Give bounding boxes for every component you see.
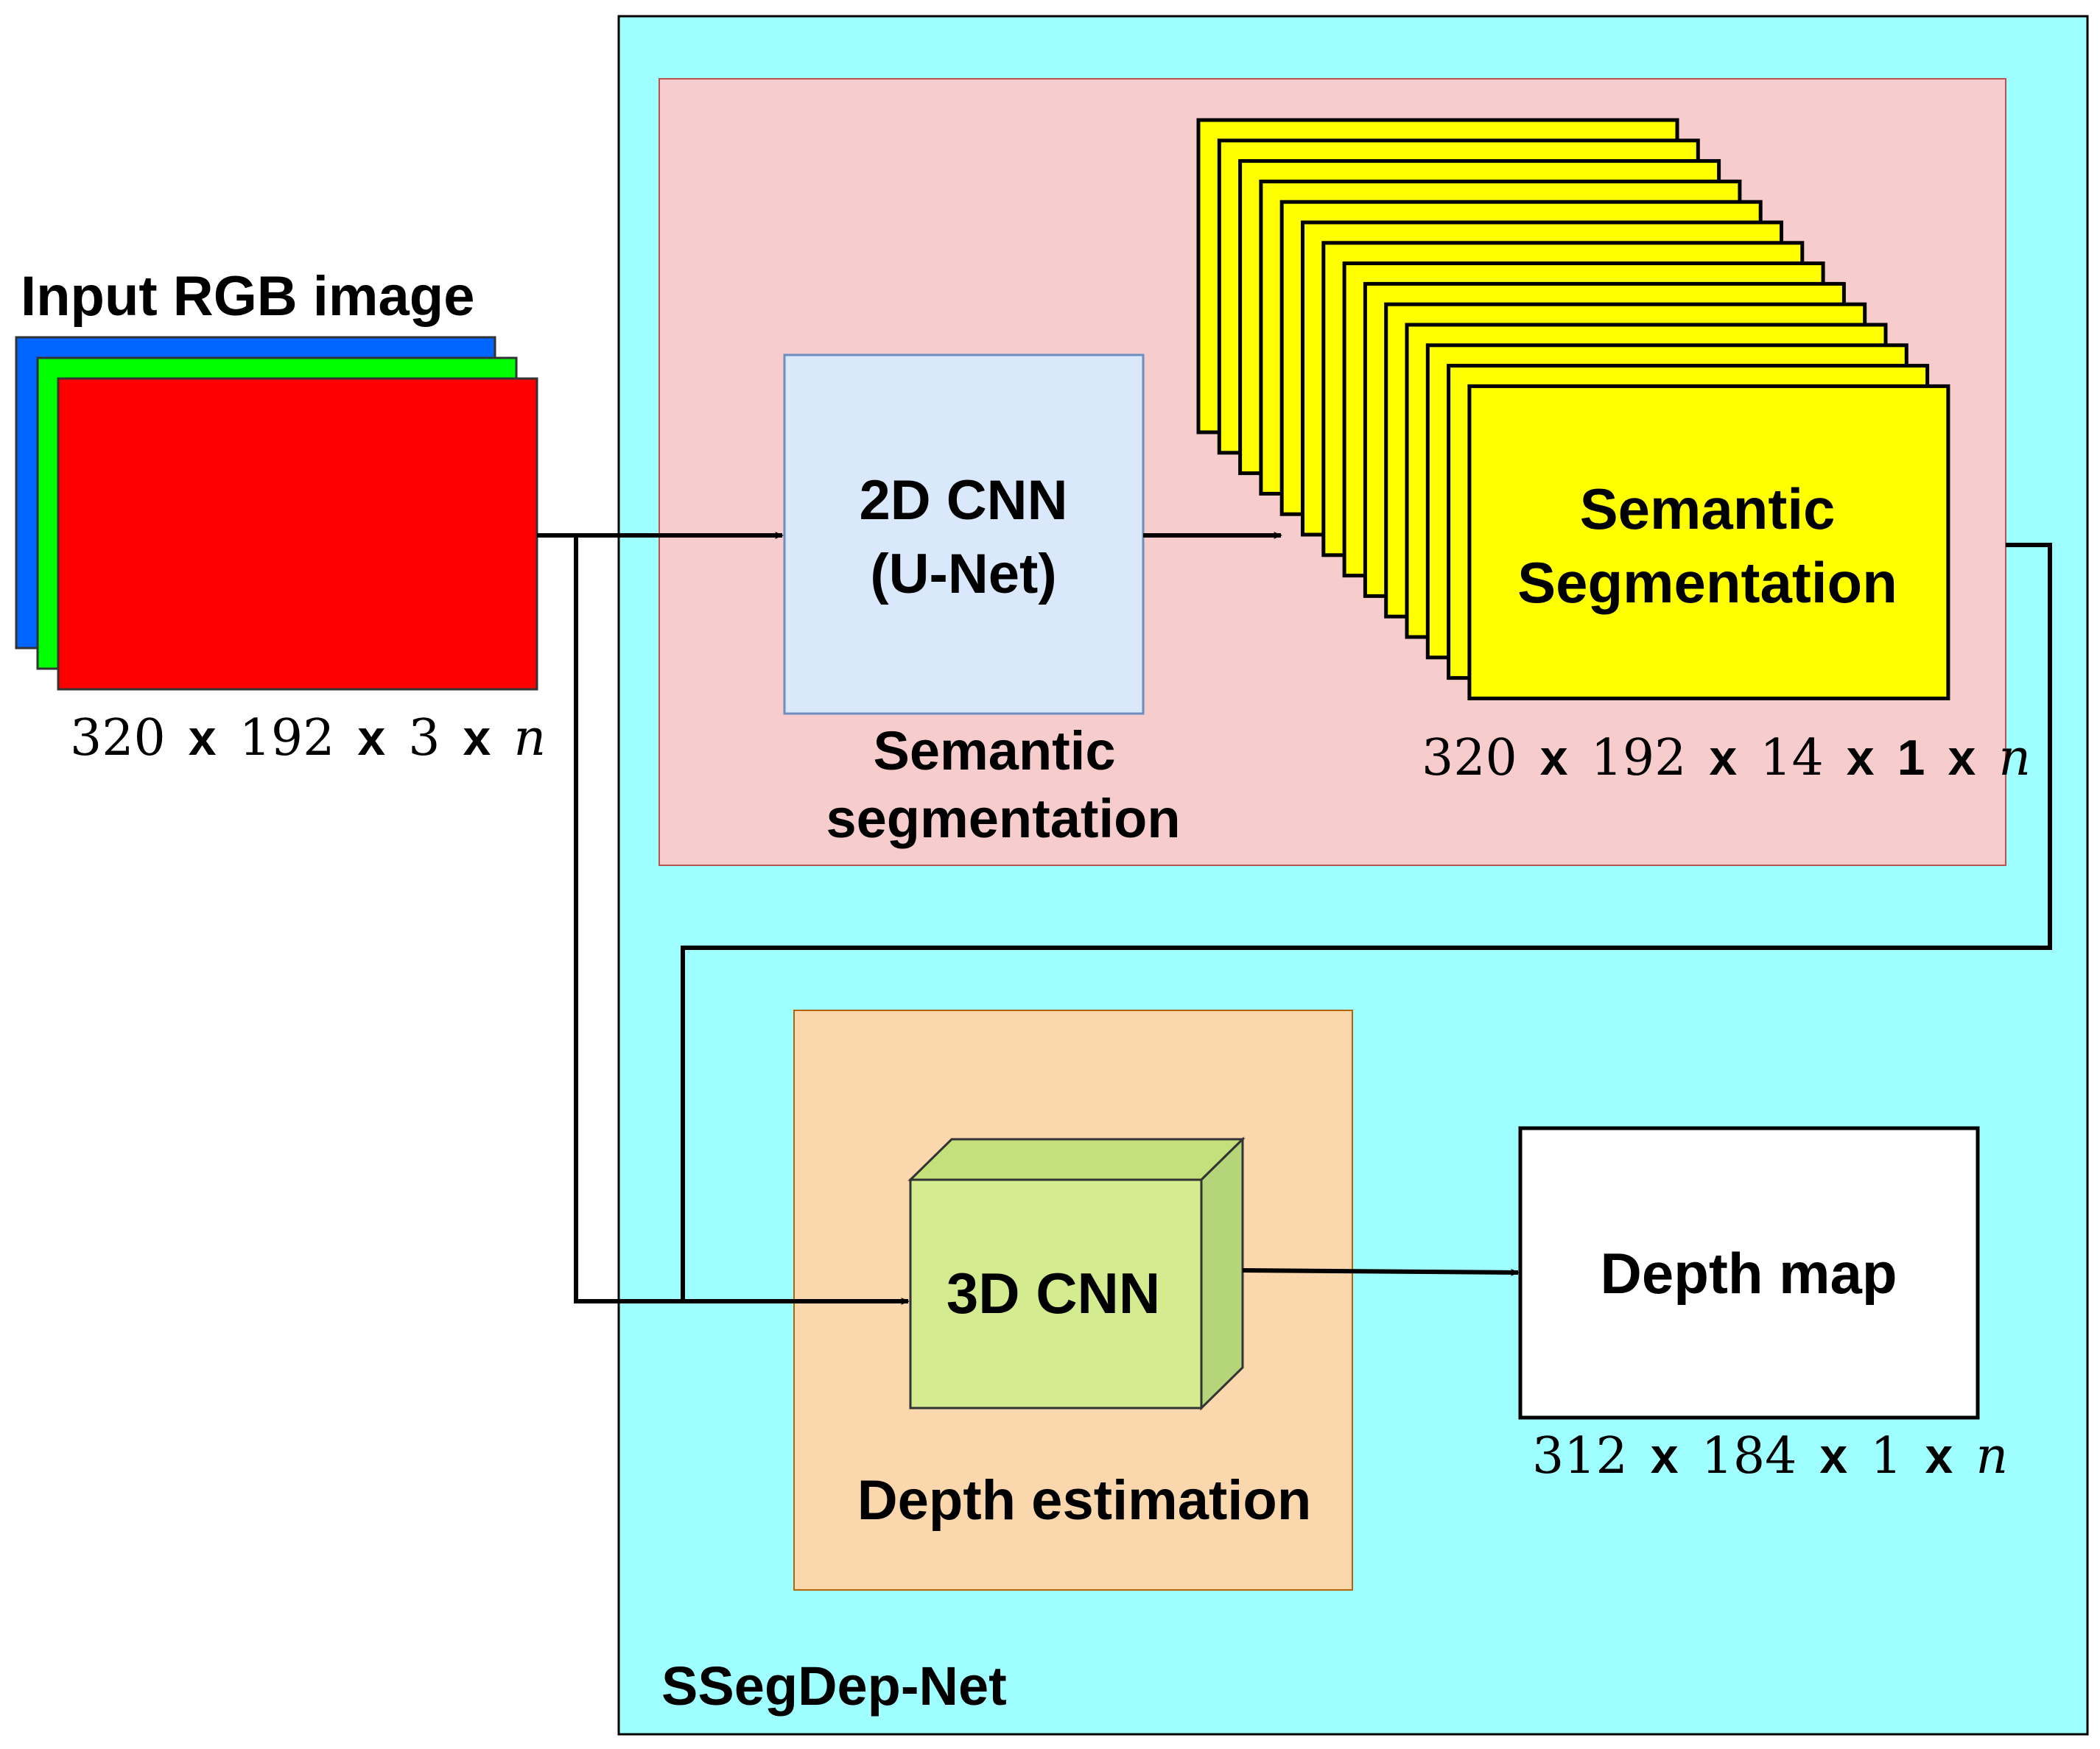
depth-dim-height: 184 (1702, 1427, 1797, 1485)
seg-dim-one: 1 (1897, 730, 1925, 786)
seg-times-4: x (1948, 730, 1976, 786)
segmentation-map-stack (1196, 118, 1950, 700)
seg-dim-classes: 14 (1760, 729, 1824, 787)
seg-dim-height: 192 (1591, 729, 1687, 787)
seg-dim-n: n (1998, 729, 2031, 787)
input-dim-channels: 3 (408, 709, 440, 767)
connectors (537, 532, 2052, 1305)
input-dim-width: 320 (70, 709, 166, 767)
red-channel (57, 377, 538, 691)
depth-dim-width: 312 (1532, 1427, 1628, 1485)
input-times-3: x (463, 710, 491, 766)
segmentation-map-layer (1467, 384, 1950, 700)
segmentation-output-dims: 320 x 192 x 14 x 1 x n (1422, 729, 2031, 787)
depth-times-3: x (1925, 1428, 1953, 1484)
input-dim-height: 192 (239, 709, 335, 767)
seg-times-2: x (1709, 730, 1737, 786)
seg-times-3: x (1847, 730, 1875, 786)
input-times-2: x (357, 710, 385, 766)
cnn2d-label-line1: 2D CNN (860, 469, 1068, 532)
cube-front-face (909, 1178, 1203, 1410)
arrow-cnn3d-to-depthmap (1242, 1268, 1520, 1276)
depth-times-1: x (1651, 1428, 1679, 1484)
input-dim-n: n (513, 709, 546, 767)
segmentation-output-label-line2: Segmentation (1517, 550, 1897, 615)
arrow-segmaps-to-cnn3d (681, 543, 2052, 1301)
segmentation-caption-line2: segmentation (826, 788, 1180, 849)
network-name: SSegDep-Net (661, 1655, 1007, 1717)
cube-top-face (907, 1138, 1246, 1181)
segmentation-caption-line1: Semantic (873, 720, 1115, 781)
depth-map-label: Depth map (1600, 1241, 1897, 1306)
cnn2d-label-line2: (U-Net) (870, 543, 1056, 605)
input-rgb-stack (15, 336, 538, 691)
cnn3d-cube (907, 1136, 1246, 1411)
depth-dim-channels: 1 (1870, 1427, 1902, 1485)
cnn2d-box (783, 353, 1145, 715)
depth-output-dims: 312 x 184 x 1 x n (1532, 1427, 2008, 1485)
depth-map-box (1518, 1126, 1980, 1420)
segmentation-output-label-line1: Semantic (1580, 476, 1836, 541)
input-times-1: x (189, 710, 217, 766)
input-title: Input RGB image (21, 265, 474, 328)
depth-dim-n: n (1976, 1427, 2008, 1485)
cube-side-face (1200, 1136, 1244, 1411)
depth-caption: Depth estimation (857, 1469, 1312, 1532)
input-dims: 320 x 192 x 3 x n (70, 709, 546, 767)
seg-dim-width: 320 (1422, 729, 1517, 787)
depth-times-2: x (1819, 1428, 1847, 1484)
cnn3d-label: 3D CNN (947, 1261, 1160, 1326)
seg-times-1: x (1540, 730, 1568, 786)
arrow-input-to-cnn3d (574, 535, 910, 1305)
